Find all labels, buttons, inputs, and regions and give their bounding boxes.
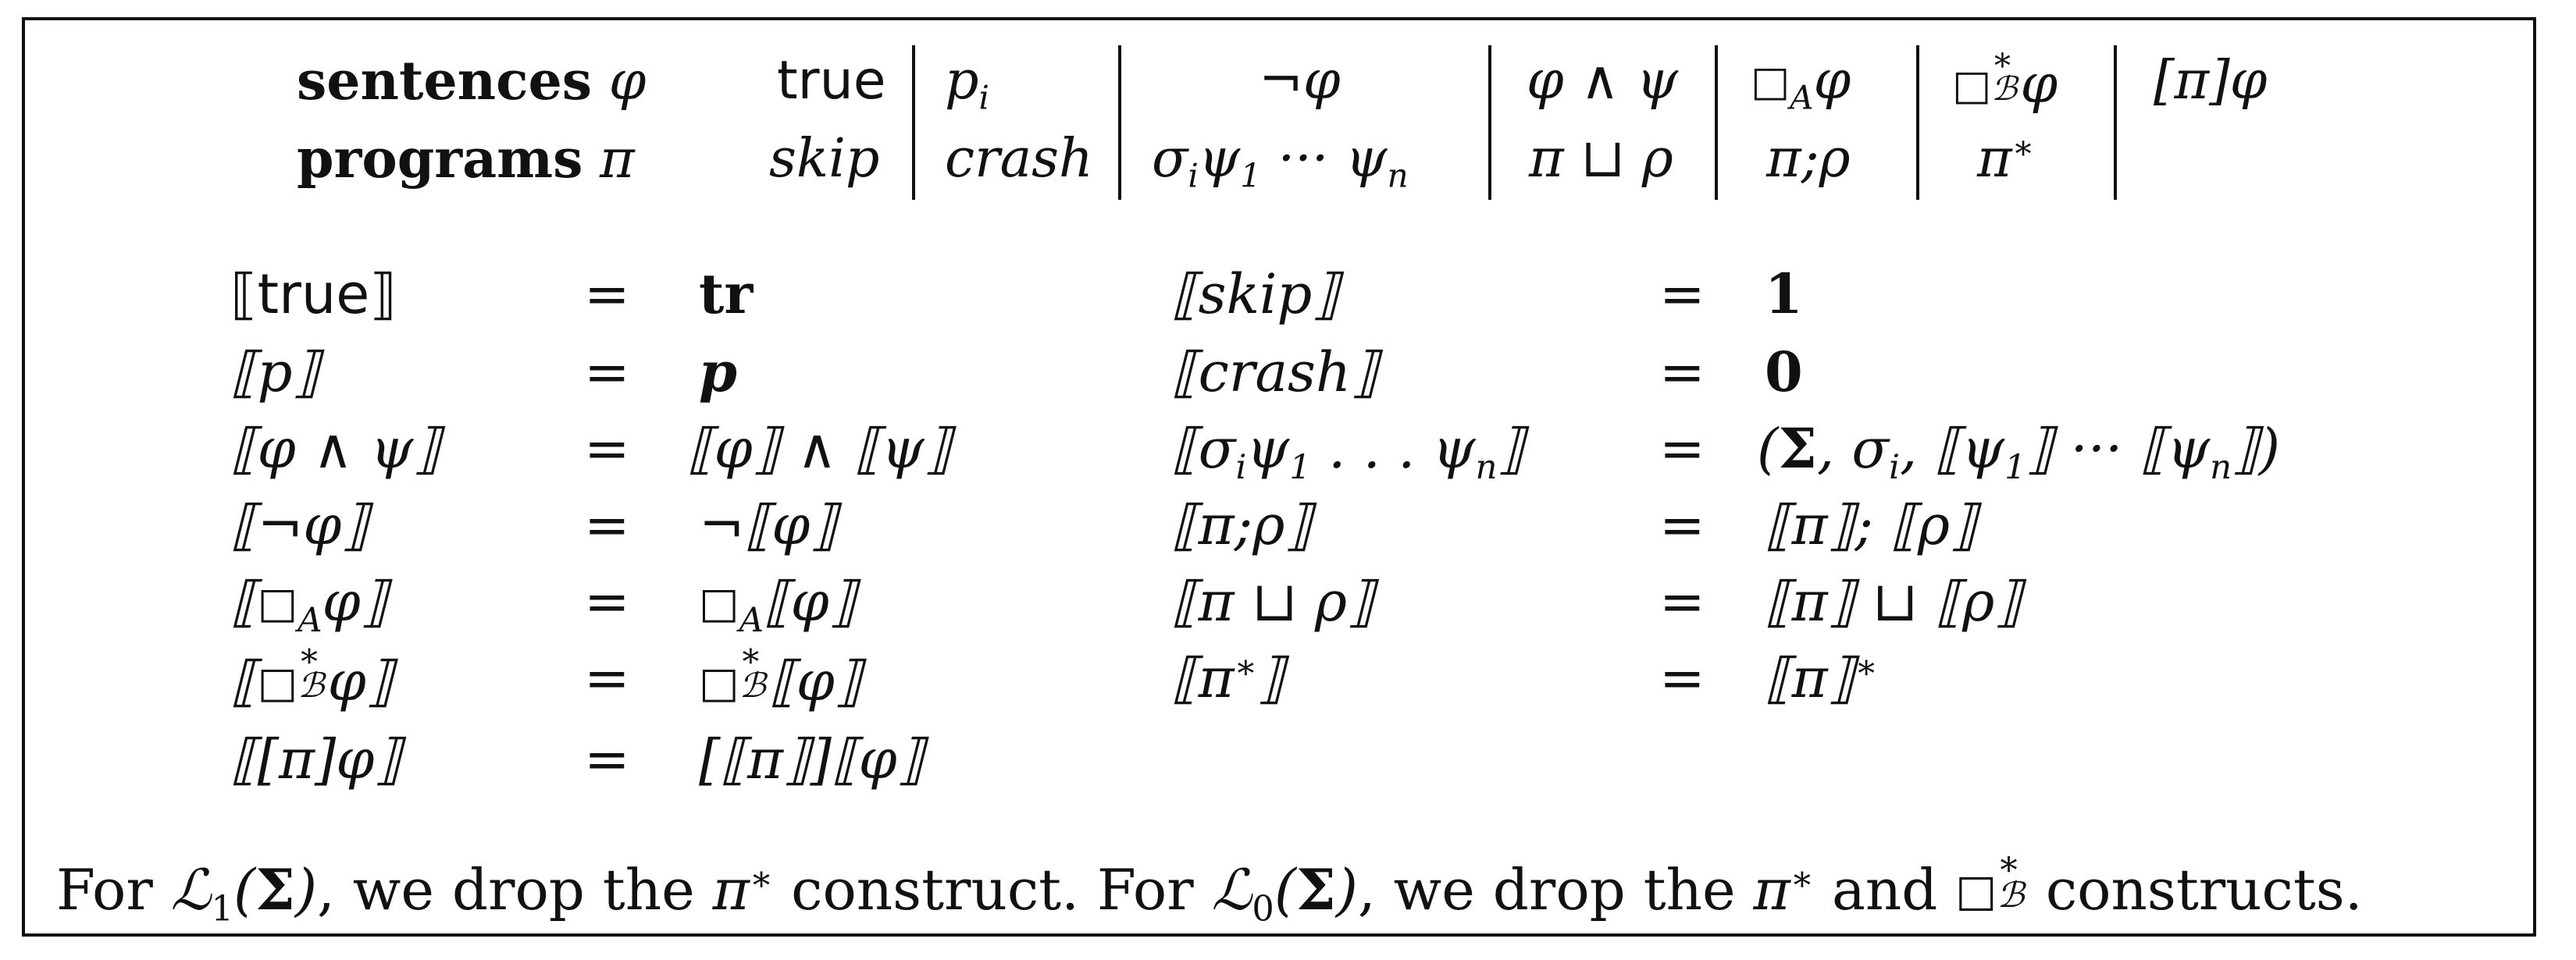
sentences-header: sentences φ [297,55,646,108]
sentences-label: sentences [297,50,593,112]
form-atom: pi [945,50,990,117]
sem-rhs-crash: 0 [1765,340,1803,404]
sem-eq: = [1659,417,1705,481]
form-true: true [777,50,886,112]
sem-rhs-modal: [⟦π⟧]⟦φ⟧ [699,727,925,791]
sem-rhs-iter: ⟦π⟧∗ [1765,646,1878,710]
sem-eq: = [584,340,630,404]
form-choice: π ⊔ ρ [1529,128,1673,190]
pi-star: π∗ [712,856,774,923]
sentences-var: φ [608,51,647,112]
form-seq: π;ρ [1766,128,1851,190]
sem-rhs-box-a: □A⟦φ⟧ [699,570,857,640]
sem-rhs-neg: ¬⟦φ⟧ [699,493,837,557]
sem-eq: = [584,646,630,710]
pi-star: π∗ [1753,856,1815,923]
sem-eq: = [584,262,630,326]
lang-l0: ℒ0(Σ) [1211,855,1358,930]
sem-lhs-choice: ⟦π ⊔ ρ⟧ [1171,570,1374,634]
footnote: For ℒ1(Σ), we drop the π∗ construct. For… [56,843,2363,930]
sem-lhs-neg: ⟦¬φ⟧ [230,493,369,557]
figure-frame [22,17,2536,937]
sem-lhs-true: ⟦true⟧ [230,262,397,326]
sem-rhs-atom: p [699,340,737,404]
sem-rhs-and: ⟦φ⟧ ∧ ⟦ψ⟧ [687,417,952,481]
form-modal: [π]φ [2154,50,2268,112]
form-and: φ ∧ ψ [1527,50,1678,112]
sem-rhs-box-star: □∗ℬ⟦φ⟧ [699,635,862,713]
sem-eq: = [1659,493,1705,557]
form-neg: ¬φ [1259,50,1341,112]
form-sigma: σiψ1 ··· ψn [1152,128,1409,195]
sem-eq: = [1659,570,1705,634]
sem-lhs-atom: ⟦p⟧ [230,340,320,404]
separator [2114,45,2117,200]
separator [1118,45,1121,200]
sem-eq: = [584,493,630,557]
sem-lhs-crash: ⟦crash⟧ [1171,340,1378,404]
sem-eq: = [1659,340,1705,404]
sem-lhs-box-a: ⟦□Aφ⟧ [230,570,388,640]
sem-eq: = [584,570,630,634]
sem-eq: = [584,727,630,791]
sem-lhs-modal: ⟦[π]φ⟧ [230,727,401,791]
separator [912,45,915,200]
sem-eq: = [1659,646,1705,710]
sem-lhs-seq: ⟦π;ρ⟧ [1171,493,1313,557]
lang-l1: ℒ1(Σ) [170,855,318,930]
sem-eq: = [584,417,630,481]
separator [1715,45,1718,200]
sem-rhs-skip: 1 [1765,261,1803,326]
form-crash: crash [945,128,1093,190]
form-skip: skip [769,128,880,190]
sem-lhs-iter: ⟦π∗⟧ [1171,646,1284,710]
sem-rhs-choice: ⟦π⟧ ⊔ ⟦ρ⟧ [1765,570,2022,634]
sem-lhs-and: ⟦φ ∧ ψ⟧ [230,417,440,481]
separator [1488,45,1491,200]
sem-rhs-true: tr [699,261,754,326]
programs-header: programs π [297,133,635,187]
sem-rhs-sigma: (Σ, σi, ⟦ψ1⟧ ··· ⟦ψn⟧) [1757,416,2281,487]
programs-label: programs [297,128,583,190]
form-box-a: □Aφ [1751,50,1851,117]
sem-lhs-skip: ⟦skip⟧ [1171,262,1339,326]
sem-eq: = [1659,262,1705,326]
sem-lhs-sigma: ⟦σiψ1 . . . ψn⟧ [1171,417,1525,487]
form-iter: π∗ [1977,127,2035,190]
separator [1916,45,1919,200]
sem-rhs-seq: ⟦π⟧; ⟦ρ⟧ [1765,493,1977,557]
programs-var: π [600,129,635,190]
box-star: □∗ℬ [1955,843,2025,917]
